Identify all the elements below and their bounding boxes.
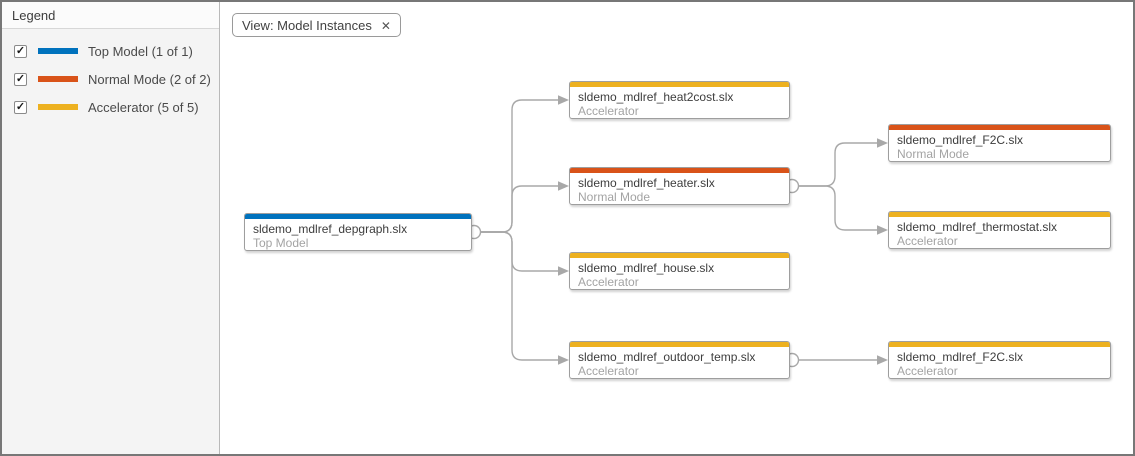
legend-panel: Legend ✓ Top Model (1 of 1) ✓ Normal Mod… (2, 2, 220, 454)
model-sim-mode: Accelerator (578, 275, 639, 289)
model-file-name: sldemo_mdlref_heat2cost.slx (578, 90, 734, 104)
normal-mode-swatch (38, 76, 78, 82)
model-sim-mode: Top Model (253, 236, 309, 250)
legend-item-normal-mode: ✓ Normal Mode (2 of 2) (2, 65, 219, 93)
mode-color-bar (889, 125, 1110, 130)
close-icon[interactable]: ✕ (380, 18, 391, 33)
legend-item-label: Normal Mode (2 of 2) (88, 71, 211, 87)
model-file-name: sldemo_mdlref_heater.slx (578, 176, 715, 190)
model-node-heater[interactable]: sldemo_mdlref_heater.slx Normal Mode (569, 167, 790, 205)
accelerator-checkbox[interactable]: ✓ (14, 100, 27, 114)
mode-color-bar (570, 82, 789, 87)
view-filter-label: View: Model Instances (242, 17, 372, 33)
model-file-name: sldemo_mdlref_house.slx (578, 261, 715, 275)
mode-color-bar (245, 214, 471, 219)
model-file-name: sldemo_mdlref_outdoor_temp.slx (578, 350, 756, 364)
model-node-heat2cost[interactable]: sldemo_mdlref_heat2cost.slx Accelerator (569, 81, 790, 119)
model-sim-mode: Normal Mode (578, 190, 651, 204)
accelerator-swatch (38, 104, 78, 110)
model-file-name: sldemo_mdlref_depgraph.slx (253, 222, 408, 236)
mode-color-bar (570, 253, 789, 258)
model-sim-mode: Normal Mode (897, 147, 970, 161)
model-node-outdoor-temp[interactable]: sldemo_mdlref_outdoor_temp.slx Accelerat… (569, 341, 790, 379)
model-file-name: sldemo_mdlref_F2C.slx (897, 350, 1024, 364)
model-sim-mode: Accelerator (578, 364, 639, 378)
model-file-name: sldemo_mdlref_thermostat.slx (897, 220, 1058, 234)
model-node-thermostat[interactable]: sldemo_mdlref_thermostat.slx Accelerator (888, 211, 1111, 249)
view-filter-chip[interactable]: View: Model Instances ✕ (232, 13, 401, 37)
model-node-house[interactable]: sldemo_mdlref_house.slx Accelerator (569, 252, 790, 290)
normal-mode-checkbox[interactable]: ✓ (14, 72, 27, 86)
legend-item-label: Top Model (1 of 1) (88, 43, 193, 59)
mode-color-bar (570, 342, 789, 347)
model-node-f2c-normal[interactable]: sldemo_mdlref_F2C.slx Normal Mode (888, 124, 1111, 162)
legend-item-accelerator: ✓ Accelerator (5 of 5) (2, 93, 219, 121)
legend-title: Legend (2, 2, 219, 29)
model-file-name: sldemo_mdlref_F2C.slx (897, 133, 1024, 147)
top-model-swatch (38, 48, 78, 54)
mode-color-bar (570, 168, 789, 173)
model-node-depgraph[interactable]: sldemo_mdlref_depgraph.slx Top Model (244, 213, 472, 251)
legend-item-label: Accelerator (5 of 5) (88, 99, 199, 115)
mode-color-bar (889, 342, 1110, 347)
top-model-checkbox[interactable]: ✓ (14, 44, 27, 58)
legend-item-top-model: ✓ Top Model (1 of 1) (2, 37, 219, 65)
model-sim-mode: Accelerator (897, 364, 958, 378)
model-sim-mode: Accelerator (897, 234, 958, 248)
model-sim-mode: Accelerator (578, 104, 639, 118)
legend-items: ✓ Top Model (1 of 1) ✓ Normal Mode (2 of… (2, 29, 219, 121)
mode-color-bar (889, 212, 1110, 217)
model-node-f2c-accelerator[interactable]: sldemo_mdlref_F2C.slx Accelerator (888, 341, 1111, 379)
